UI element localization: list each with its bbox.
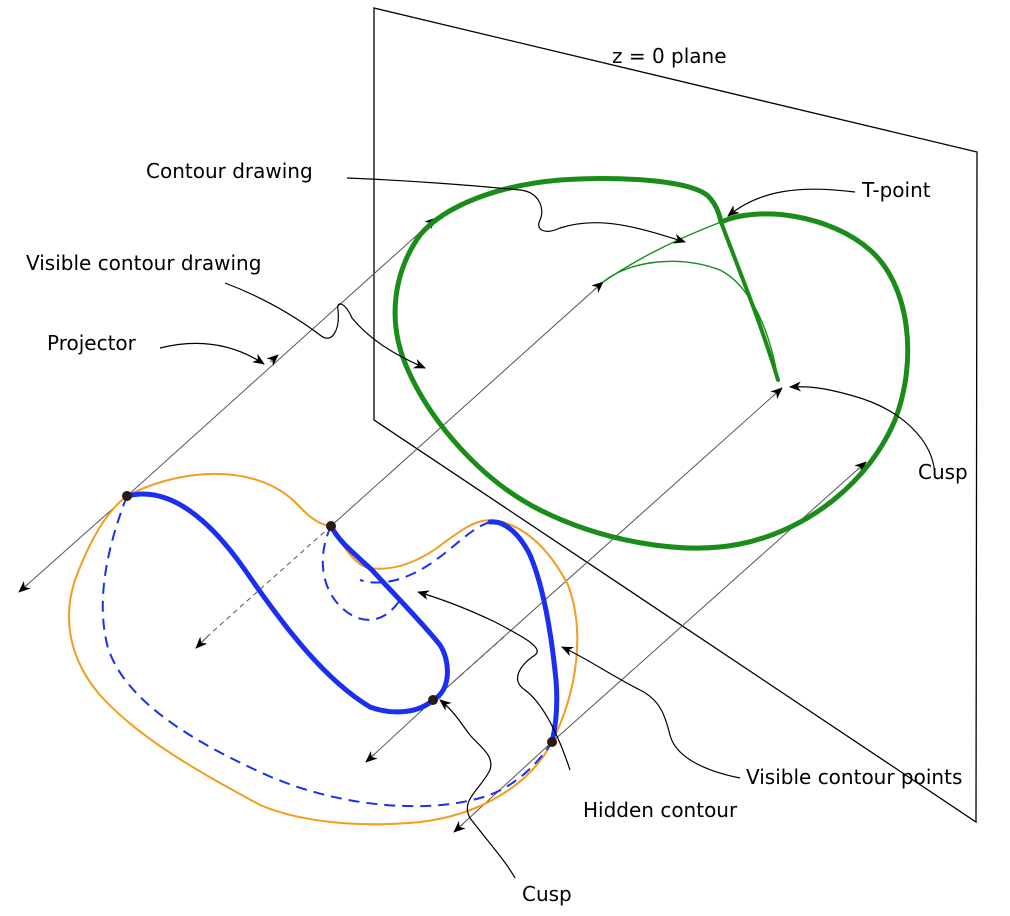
label-t-point: T-point <box>862 178 931 202</box>
label-hidden-contour: Hidden contour <box>583 798 738 822</box>
projectors <box>126 217 867 743</box>
visible-contour-drawing <box>392 176 911 551</box>
leader-lines <box>159 177 936 879</box>
label-cusp-bottom: Cusp <box>522 882 572 906</box>
projector-hidden-line <box>209 525 332 635</box>
label-visible-contour-drawing: Visible contour drawing <box>26 251 262 275</box>
hidden-contour-drawing-inner <box>602 260 779 381</box>
projector-tail <box>453 741 553 833</box>
leader-visible-contour-points <box>561 646 741 779</box>
surface-outline <box>68 472 579 826</box>
visible-contour-right <box>487 519 560 745</box>
visible-contour-s <box>124 491 450 715</box>
hidden-contour-outer <box>101 495 553 808</box>
contour-points <box>122 491 557 747</box>
leader-cusp-right <box>789 381 936 479</box>
contour-drawing <box>392 176 911 551</box>
hidden-contours <box>101 495 553 808</box>
visible-contour-point <box>326 521 336 531</box>
projector-tails <box>18 495 553 833</box>
leader-hidden-contour <box>417 590 571 771</box>
z-plane <box>373 7 978 824</box>
hidden-contour-drawing <box>602 221 722 283</box>
arrowhead <box>453 820 466 833</box>
arrowhead <box>854 461 867 474</box>
leader-visible-contour-drawing <box>224 282 426 369</box>
arrowhead <box>770 387 783 400</box>
projector-line <box>551 461 867 743</box>
arrowhead <box>266 354 279 367</box>
visible-contour-point <box>547 737 557 747</box>
hidden-contour-inner <box>321 525 401 621</box>
projector-line <box>432 387 783 701</box>
label-contour-drawing: Contour drawing <box>146 159 313 183</box>
visible-contours <box>124 491 560 745</box>
leader-t-point <box>727 188 856 217</box>
hidden-contour-right <box>359 521 491 584</box>
leader-cusp-bottom <box>439 699 516 879</box>
arrowhead <box>365 750 378 763</box>
cusp-point <box>428 695 438 705</box>
arrowhead <box>18 580 31 593</box>
projector-tail <box>18 495 128 593</box>
leader-projector <box>159 342 265 365</box>
projector-arrows <box>18 217 867 833</box>
projector-hidden-line <box>432 635 506 701</box>
arrowhead <box>195 636 208 649</box>
label-projector: Projector <box>47 331 136 355</box>
projectors-hidden <box>209 525 506 701</box>
projector-line <box>330 281 604 527</box>
label-visible-contour-points: Visible contour points <box>746 765 963 789</box>
leader-contour-drawing <box>346 177 686 244</box>
label-z-plane: z = 0 plane <box>612 44 727 68</box>
projector-line <box>126 217 437 497</box>
visible-contour-point <box>122 491 132 501</box>
contour-drawing-cusp-branch <box>719 220 780 382</box>
label-cusp-right: Cusp <box>918 460 968 484</box>
arrowhead <box>591 281 604 294</box>
